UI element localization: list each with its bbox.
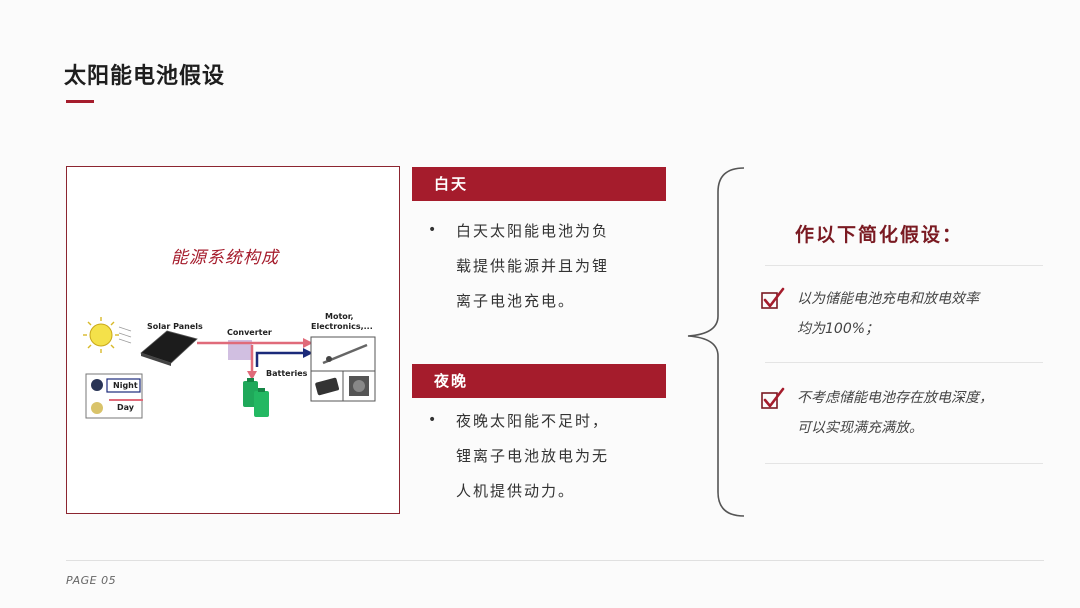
title-underline <box>66 100 94 103</box>
day-line-2: 载提供能源并且为锂 <box>456 257 610 275</box>
label-converter: Converter <box>227 328 272 337</box>
assumptions-title: 作以下简化假设： <box>795 224 964 246</box>
label-solar-panels: Solar Panels <box>147 322 203 331</box>
night-bullet: • <box>428 412 437 428</box>
label-night: Night <box>113 381 138 390</box>
converter-block <box>228 340 252 360</box>
label-electronics: Electronics,... <box>311 322 373 331</box>
power-flow-arrows <box>197 338 313 380</box>
assumption-1-line-2: 均为100%； <box>797 321 880 337</box>
diagram-title: 能源系统构成 <box>171 248 279 268</box>
sun-icon <box>83 317 132 353</box>
label-motor: Motor, <box>325 312 354 321</box>
day-bullet: • <box>428 222 437 238</box>
assumption-item-2: 不考虑储能电池存在放电深度， 可以实现满充满放。 <box>797 383 1047 443</box>
label-batteries: Batteries <box>266 369 308 378</box>
night-line-3: 人机提供动力。 <box>456 482 576 500</box>
day-line-1: 白天太阳能电池为负 <box>456 222 610 240</box>
day-night-legend <box>85 373 143 419</box>
curly-brace-icon <box>687 167 745 517</box>
motor-electronics-icon <box>310 336 376 402</box>
day-header: 白天 <box>412 167 666 201</box>
night-line-1: 夜晚太阳能不足时， <box>456 412 610 430</box>
night-header: 夜晚 <box>412 364 666 398</box>
footer-divider <box>66 560 1044 561</box>
assumption-item-1: 以为储能电池充电和放电效率 均为100%； <box>797 284 1047 344</box>
label-day: Day <box>117 403 135 412</box>
assumption-2-line-2: 可以实现满充满放。 <box>797 420 923 436</box>
day-line-3: 离子电池充电。 <box>456 292 576 310</box>
assumption-2-line-1: 不考虑储能电池存在放电深度， <box>797 390 993 406</box>
day-description: 白天太阳能电池为负 载提供能源并且为锂 离子电池充电。 <box>456 214 652 319</box>
checkbox-checked-icon <box>761 387 785 409</box>
solar-panel-icon <box>140 330 198 366</box>
night-line-2: 锂离子电池放电为无 <box>456 447 610 465</box>
divider <box>765 265 1043 266</box>
checkbox-checked-icon <box>761 287 785 309</box>
divider <box>765 463 1043 464</box>
assumption-1-line-1: 以为储能电池充电和放电效率 <box>797 291 979 307</box>
page-number: PAGE 05 <box>66 574 117 587</box>
page-title: 太阳能电池假设 <box>64 64 226 89</box>
divider <box>765 362 1043 363</box>
battery-icon <box>243 378 269 417</box>
system-illustration: Solar Panels Converter Batteries Motor, … <box>83 312 376 419</box>
night-description: 夜晚太阳能不足时， 锂离子电池放电为无 人机提供动力。 <box>456 404 652 509</box>
energy-system-diagram: 能源系统构成 Solar Pa <box>66 166 400 514</box>
